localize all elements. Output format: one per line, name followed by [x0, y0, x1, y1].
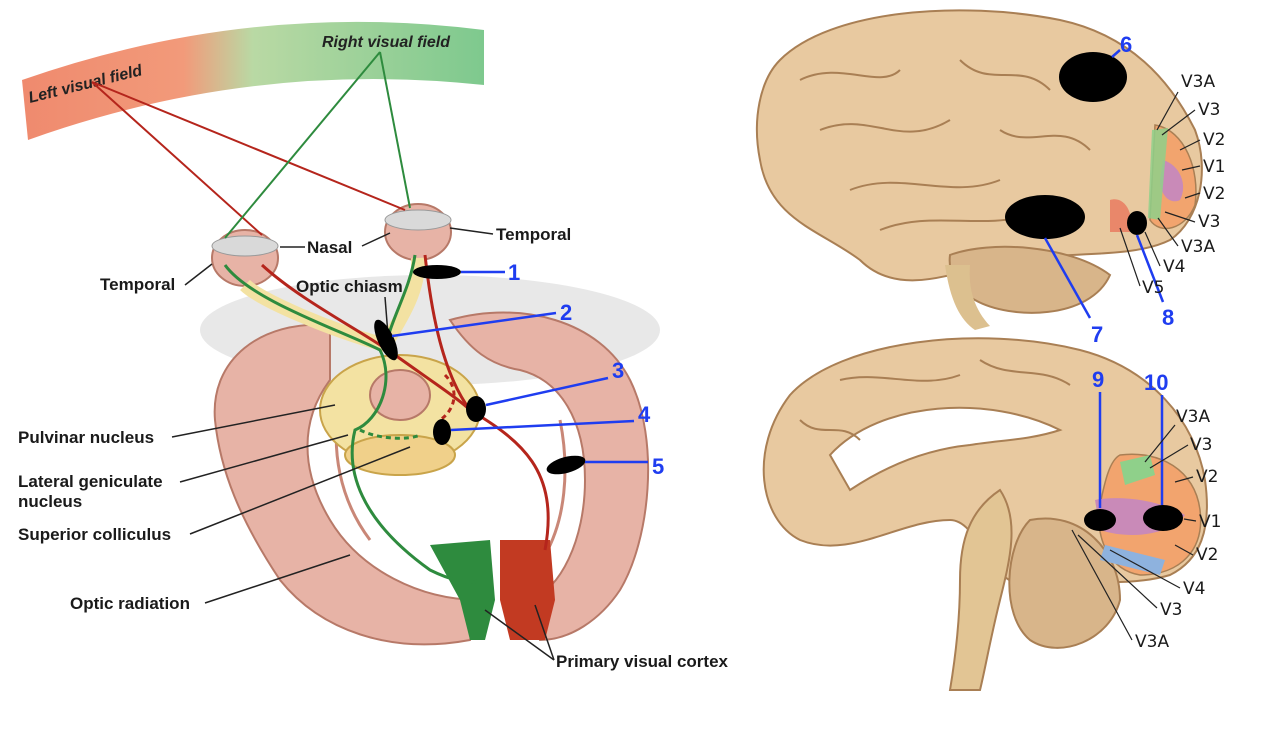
medial-area-label: V1: [1199, 512, 1221, 532]
lesion-5-marker: [546, 455, 586, 475]
lesion-9-number: 9: [1092, 367, 1104, 392]
lesion-6-number: 6: [1120, 32, 1132, 57]
lesion-9-marker: [1084, 509, 1116, 531]
optic-chiasm-label: Optic chiasm: [296, 277, 403, 296]
medial-labels: 9 10 V3A V3 V2 V1 V2 V4 V3 V3A: [1071, 367, 1221, 652]
light-rays: [91, 51, 411, 239]
lateral-area-label: V3A: [1181, 72, 1215, 92]
lateral-area-label: V4: [1163, 257, 1185, 277]
lgn-label-line2: nucleus: [18, 492, 82, 511]
temporal-right-label: Temporal: [496, 225, 571, 244]
lesion-4-number: 4: [638, 402, 651, 427]
lesion-3-number: 3: [612, 358, 624, 383]
lateral-area-label: V2: [1203, 184, 1225, 204]
lesion-10-marker: [1143, 505, 1183, 531]
temporal-left-label: Temporal: [100, 275, 175, 294]
lesion-5-number: 5: [652, 454, 664, 479]
lesion-7-marker: [1005, 195, 1085, 239]
lesion-3-marker: [466, 396, 486, 422]
nasal-label: Nasal: [307, 238, 352, 257]
lateral-brain: [755, 9, 1203, 330]
lesion-2-number: 2: [560, 300, 572, 325]
lateral-area-label: V3: [1198, 100, 1220, 120]
right-visual-field-label: Right visual field: [322, 34, 451, 51]
left-panel-labels: Nasal Temporal Temporal Optic chiasm Pul…: [18, 225, 729, 671]
primary-visual-cortex-label: Primary visual cortex: [556, 652, 729, 671]
medial-area-label: V2: [1196, 467, 1218, 487]
lesion-8-marker: [1127, 211, 1147, 235]
brain-section: [213, 311, 650, 646]
optic-radiation-label: Optic radiation: [70, 594, 190, 613]
medial-area-label: V3: [1190, 435, 1212, 455]
lateral-area-label: V5: [1142, 278, 1164, 298]
lgn-label-line1: Lateral geniculate: [18, 472, 163, 491]
pulvinar-label: Pulvinar nucleus: [18, 428, 154, 447]
medial-brain: [762, 337, 1208, 691]
medial-area-label: V3A: [1135, 632, 1169, 652]
medial-area-label: V2: [1196, 545, 1218, 565]
medial-area-label: V3A: [1176, 407, 1210, 427]
lesion-2-marker: [374, 319, 398, 361]
lesion-markers-left: 1 2 3 4 5: [374, 260, 664, 479]
lesion-1-marker: [413, 265, 461, 279]
lateral-area-label: V2: [1203, 130, 1225, 150]
lesion-4-marker: [433, 419, 451, 445]
medial-area-label: V4: [1183, 579, 1205, 599]
lesion-10-number: 10: [1144, 370, 1168, 395]
lesion-1-number: 1: [508, 260, 520, 285]
lateral-area-label: V1: [1203, 157, 1225, 177]
visual-field-arc: Left visual field Right visual field: [22, 21, 484, 141]
lateral-area-label: V3: [1198, 212, 1220, 232]
medial-area-label: V3: [1160, 600, 1182, 620]
lesion-8-number: 8: [1162, 305, 1174, 330]
lateral-area-label: V3A: [1181, 237, 1215, 257]
lesion-7-number: 7: [1091, 322, 1103, 347]
lesion-6-marker: [1059, 52, 1127, 102]
superior-colliculus-label: Superior colliculus: [18, 525, 171, 544]
lateral-labels: 6 7 8 V3A V3 V2 V1 V2 V3 V3A V4 V5: [1091, 32, 1225, 347]
